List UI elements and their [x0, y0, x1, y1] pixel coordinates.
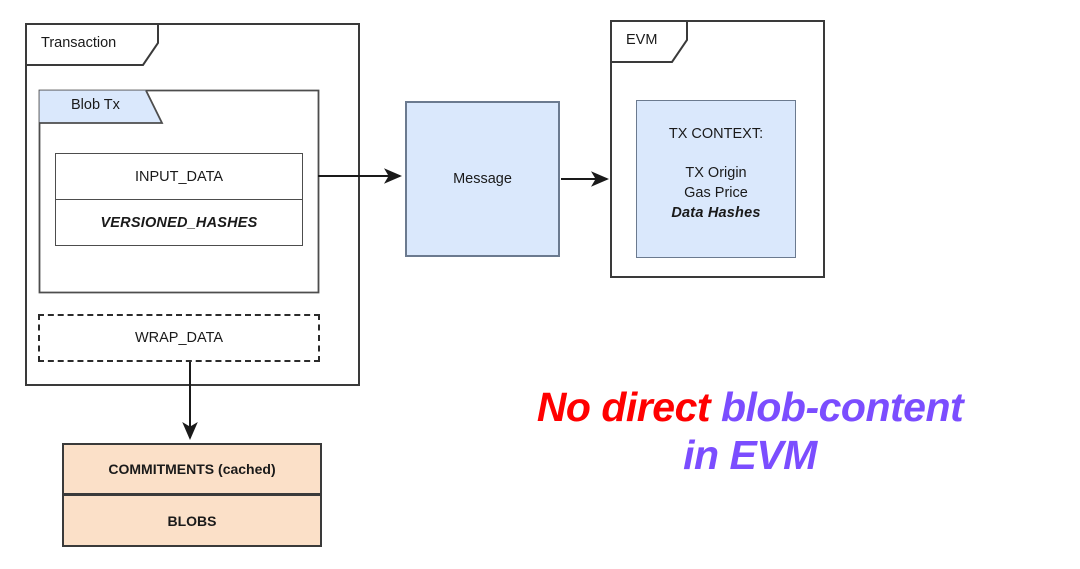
- wrap-data-box[interactable]: WRAP_DATA: [38, 314, 320, 362]
- commitments-label: COMMITMENTS (cached): [108, 461, 276, 477]
- annotation-in-evm: in EVM: [683, 432, 817, 479]
- evm-tab-label: EVM: [626, 32, 658, 48]
- annotation-line-2: in EVM: [430, 431, 1070, 479]
- wrap-data-label: WRAP_DATA: [134, 330, 224, 346]
- blob-tx-tab-divider: [39, 90, 164, 124]
- input-data-row[interactable]: INPUT_DATA: [55, 153, 303, 200]
- versioned-hashes-row[interactable]: VERSIONED_HASHES: [55, 199, 303, 246]
- annotation-no-direct: No direct: [536, 384, 711, 430]
- annotation-text: No direct blob-content in EVM: [430, 383, 1070, 480]
- message-box[interactable]: Message: [405, 101, 560, 257]
- input-data-label: INPUT_DATA: [134, 168, 224, 185]
- blob-tx-tab-fill: [39, 90, 162, 123]
- blob-tx-tab-label: Blob Tx: [71, 97, 120, 113]
- transaction-tab-label: Transaction: [41, 35, 117, 51]
- annotation-blob-content: blob-content: [720, 384, 964, 430]
- blobs-row[interactable]: BLOBS: [62, 494, 322, 547]
- annotation-line-1: No direct blob-content: [430, 383, 1070, 431]
- blobs-label: BLOBS: [167, 512, 217, 529]
- evm-tab-divider: [611, 21, 688, 63]
- message-label: Message: [453, 171, 512, 187]
- commitments-row[interactable]: COMMITMENTS (cached): [62, 443, 322, 495]
- transaction-tab-divider: [26, 24, 159, 66]
- versioned-hashes-label: VERSIONED_HASHES: [100, 214, 258, 231]
